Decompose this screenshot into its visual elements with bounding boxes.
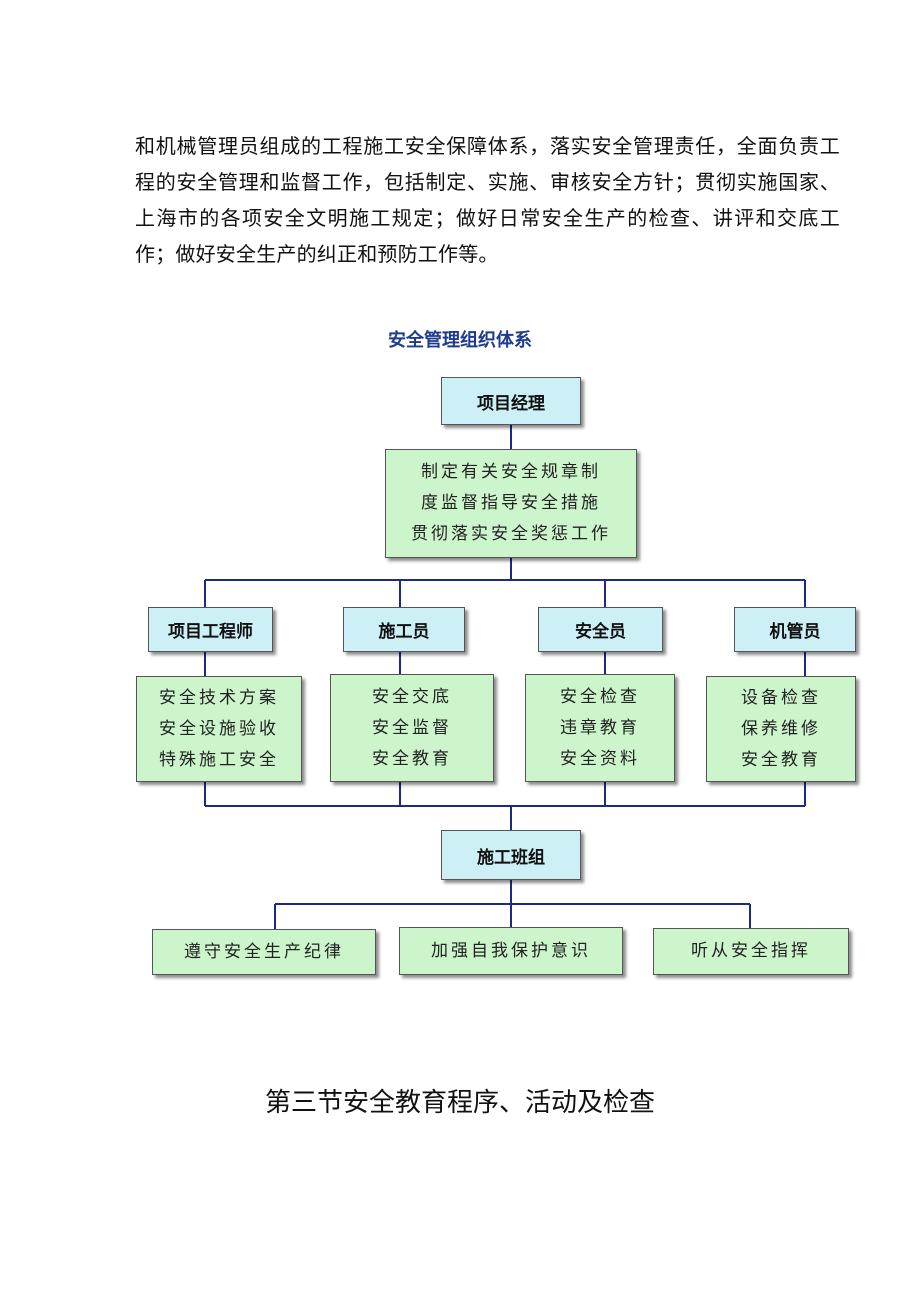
role-duty: 安全检查 [560,686,640,707]
role-duty: 安全资料 [560,748,640,769]
role-title: 安全员 [575,622,626,642]
team-duty: 听从安全指挥 [691,941,811,961]
role-title: 项目工程师 [168,622,253,642]
role-duty: 安全技术方案 [159,687,279,708]
manager-duty: 制定有关安全规章制 [421,462,601,482]
role-box-constructor: 施工员 [343,607,465,652]
team-title: 施工班组 [477,847,545,868]
role-duties-constructor: 安全交底 安全监督 安全教育 [330,674,494,782]
role-box-safety-officer: 安全员 [538,607,663,652]
team-duty-box: 加强自我保护意识 [399,927,623,975]
body-paragraph: 和机械管理员组成的工程施工安全保障体系，落实安全管理责任，全面负责工程的安全管理… [135,134,840,266]
role-duty: 安全设施验收 [159,718,279,739]
team-duty: 遵守安全生产纪律 [184,941,344,962]
role-duty: 安全交底 [372,686,452,707]
role-box-engineer: 项目工程师 [148,607,273,652]
role-duties-safety-officer: 安全检查 违章教育 安全资料 [525,674,675,782]
role-duty: 安全教育 [741,749,821,770]
manager-duty: 贯彻落实安全奖惩工作 [411,524,611,544]
team-box: 施工班组 [441,830,581,880]
role-title: 施工员 [378,622,430,642]
team-duty-box: 听从安全指挥 [653,928,849,975]
team-duty: 加强自我保护意识 [431,940,591,961]
chart-title: 安全管理组织体系 [388,330,532,351]
manager-duties-box: 制定有关安全规章制 度监督指导安全措施 贯彻落实安全奖惩工作 [385,449,637,558]
role-duty: 安全教育 [372,748,452,769]
manager-title: 项目经理 [477,393,545,414]
manager-box: 项目经理 [441,377,581,425]
role-duty: 保养维修 [741,718,821,739]
role-duty: 安全监督 [372,717,452,738]
role-box-machine-manager: 机管员 [734,607,856,652]
section-heading: 第三节安全教育程序、活动及检查 [264,1088,655,1118]
team-duty-box: 遵守安全生产纪律 [152,929,376,975]
role-title: 机管员 [769,622,821,642]
role-duties-machine-manager: 设备检查 保养维修 安全教育 [706,676,856,782]
role-duty: 特殊施工安全 [159,749,279,770]
role-duty: 设备检查 [741,687,821,708]
role-duties-engineer: 安全技术方案 安全设施验收 特殊施工安全 [136,676,302,782]
manager-duty: 度监督指导安全措施 [421,493,601,513]
role-duty: 违章教育 [560,717,640,738]
